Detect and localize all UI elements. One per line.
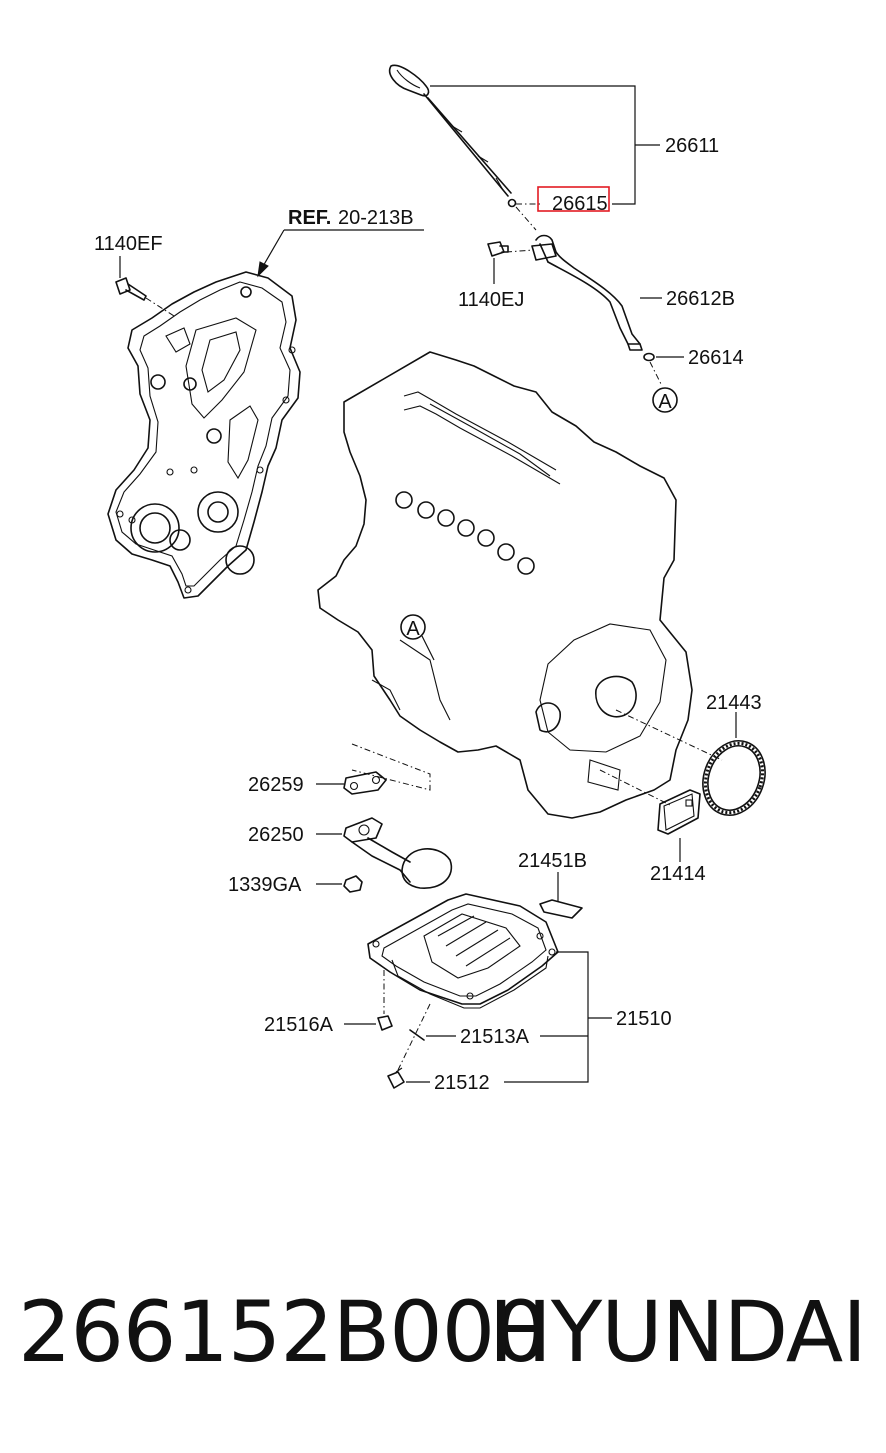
oil-dipstick <box>389 64 512 197</box>
rear-oil-seal <box>702 740 766 816</box>
gasket-26259 <box>343 771 387 795</box>
label-ref-number: 20-213B <box>338 207 414 229</box>
label-21510: 21510 <box>616 1008 672 1030</box>
label-26614: 26614 <box>688 347 744 369</box>
label-26612B: 26612B <box>666 288 735 310</box>
callout-a-top-circle <box>652 387 678 413</box>
label-ref-prefix: REF. <box>288 207 331 229</box>
nut-1339GA <box>343 875 363 893</box>
label-26259: 26259 <box>248 774 304 796</box>
label-21443: 21443 <box>706 692 762 714</box>
oil-level-sensor <box>539 899 583 919</box>
engine-block <box>317 351 693 819</box>
o-ring-26615 <box>507 198 517 208</box>
leader-21510-bracket <box>504 951 589 1083</box>
drain-plug-21512 <box>387 1067 405 1089</box>
highlight-box-26615 <box>537 186 610 212</box>
callout-a-top: A <box>658 391 672 413</box>
callout-a-engine: A <box>406 618 420 640</box>
label-1140EJ: 1140EJ <box>458 289 524 311</box>
label-1339GA: 1339GA <box>228 874 302 896</box>
brand-name: HYUNDAI <box>488 1283 867 1381</box>
label-21451B: 21451B <box>518 850 587 872</box>
label-21414: 21414 <box>650 863 706 885</box>
callout-a-engine-circle <box>400 614 426 640</box>
gasket-21513A <box>409 1029 425 1041</box>
oil-pan <box>367 893 559 1009</box>
label-21516A: 21516A <box>264 1014 334 1036</box>
part-number: 266152B000 <box>18 1283 548 1381</box>
bolt-21516A <box>377 1015 393 1031</box>
label-21513A: 21513A <box>460 1026 530 1048</box>
oil-strainer <box>343 817 453 889</box>
bolt-1140EF <box>115 277 147 301</box>
label-26250: 26250 <box>248 824 304 846</box>
label-21512: 21512 <box>434 1072 490 1094</box>
timing-chain-cover <box>107 271 301 599</box>
dipstick-guide-tube <box>531 234 643 351</box>
label-1140EF: 1140EF <box>94 233 163 255</box>
label-26611: 26611 <box>665 135 719 157</box>
bolt-1140EJ <box>487 241 509 257</box>
o-ring-26614 <box>643 352 655 362</box>
label-26615: 26615 <box>552 193 608 215</box>
cover-21414 <box>657 789 701 835</box>
